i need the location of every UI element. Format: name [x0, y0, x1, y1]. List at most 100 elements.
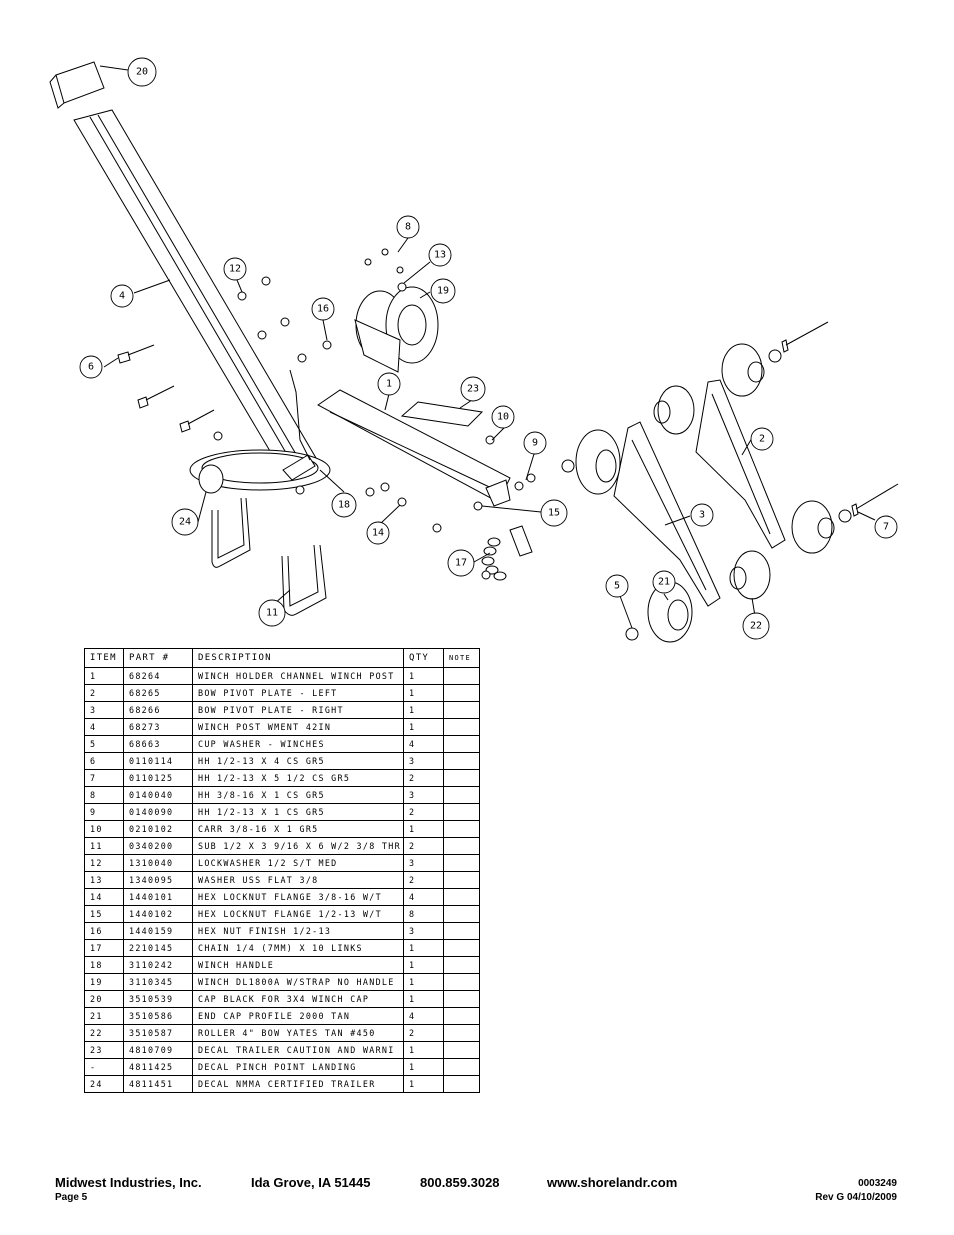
cell-item: 23 — [84, 1041, 124, 1059]
cell-part-number: 4811451 — [123, 1075, 193, 1093]
cell-item: 15 — [84, 905, 124, 923]
part-rollers — [653, 343, 835, 600]
cell-qty: 1 — [403, 701, 444, 719]
cell-qty: 2 — [403, 1024, 444, 1042]
cell-qty: 1 — [403, 1041, 444, 1059]
callout-21: 21 — [652, 570, 676, 594]
svg-text:1: 1 — [386, 379, 392, 390]
cell-item: 3 — [84, 701, 124, 719]
footer-website: www.shorelandr.com — [547, 1175, 678, 1190]
svg-text:3: 3 — [699, 510, 705, 521]
callout-18: 18 — [331, 492, 357, 518]
callout-9: 9 — [523, 431, 547, 455]
cell-description: HEX LOCKNUT FLANGE 1/2-13 W/T — [192, 905, 404, 923]
col-header-part: PART # — [123, 648, 193, 668]
cell-part-number: 0210102 — [123, 820, 193, 838]
svg-text:7: 7 — [883, 522, 889, 533]
cell-qty: 1 — [403, 973, 444, 991]
part-winch-handle — [289, 369, 311, 461]
cell-item: 14 — [84, 888, 124, 906]
cell-part-number: 3510586 — [123, 1007, 193, 1025]
cell-part-number: 0140040 — [123, 786, 193, 804]
callout-7: 7 — [874, 515, 898, 539]
cell-part-number: 1310040 — [123, 854, 193, 872]
svg-text:2: 2 — [759, 434, 765, 445]
cell-note — [443, 820, 480, 838]
cell-item: 2 — [84, 684, 124, 702]
cell-part-number: 3110345 — [123, 973, 193, 991]
cell-part-number: 0140090 — [123, 803, 193, 821]
cell-qty: 1 — [403, 990, 444, 1008]
callout-14: 14 — [366, 521, 390, 545]
svg-text:6: 6 — [88, 362, 94, 373]
cell-description: WINCH HOLDER CHANNEL WINCH POST — [192, 667, 404, 685]
cell-item: 5 — [84, 735, 124, 753]
svg-text:11: 11 — [266, 608, 278, 619]
cell-description: HH 3/8-16 X 1 CS GR5 — [192, 786, 404, 804]
cell-qty: 3 — [403, 786, 444, 804]
cell-item: 22 — [84, 1024, 124, 1042]
cell-item: 9 — [84, 803, 124, 821]
exploded-parts-diagram: 1 2 3 4 5 6 7 8 9 10 11 12 13 14 15 16 1… — [49, 57, 899, 643]
cell-part-number: 1440102 — [123, 905, 193, 923]
cell-qty: 1 — [403, 667, 444, 685]
callout-6: 6 — [79, 355, 103, 379]
col-header-item: ITEM — [84, 648, 124, 668]
cell-part-number: 4811425 — [123, 1058, 193, 1076]
callout-8: 8 — [396, 215, 420, 239]
cell-qty: 4 — [403, 735, 444, 753]
svg-text:13: 13 — [434, 250, 446, 261]
cell-description: WINCH DL1800A W/STRAP NO HANDLE — [192, 973, 404, 991]
cell-qty: 1 — [403, 1058, 444, 1076]
footer-doc-number: 0003249 — [858, 1178, 897, 1189]
cell-item: - — [84, 1058, 124, 1076]
cell-note — [443, 871, 480, 889]
footer-company: Midwest Industries, Inc. — [55, 1175, 202, 1190]
callout-2: 2 — [750, 427, 774, 451]
svg-text:5: 5 — [614, 581, 620, 592]
cell-part-number: 0340200 — [123, 837, 193, 855]
cell-item: 19 — [84, 973, 124, 991]
cell-qty: 1 — [403, 956, 444, 974]
cell-note — [443, 888, 480, 906]
cell-description: END CAP PROFILE 2000 TAN — [192, 1007, 404, 1025]
svg-text:23: 23 — [467, 384, 479, 395]
cell-qty: 1 — [403, 1075, 444, 1093]
callout-15: 15 — [540, 499, 568, 527]
callout-17: 17 — [447, 549, 475, 577]
cell-note — [443, 973, 480, 991]
col-header-description: DESCRIPTION — [192, 648, 404, 668]
callout-bubbles: 1 2 3 4 5 6 7 8 9 10 11 12 13 14 15 16 1… — [79, 57, 898, 640]
callout-13: 13 — [428, 243, 452, 267]
cell-item: 16 — [84, 922, 124, 940]
cell-description: HEX LOCKNUT FLANGE 3/8-16 W/T — [192, 888, 404, 906]
cell-qty: 3 — [403, 922, 444, 940]
cell-item: 17 — [84, 939, 124, 957]
cell-part-number: 0110114 — [123, 752, 193, 770]
cell-item: 8 — [84, 786, 124, 804]
cell-note — [443, 718, 480, 736]
callout-23: 23 — [460, 376, 486, 402]
cell-item: 10 — [84, 820, 124, 838]
cell-description: DECAL PINCH POINT LANDING — [192, 1058, 404, 1076]
cell-qty: 2 — [403, 803, 444, 821]
callout-19: 19 — [430, 278, 456, 304]
cell-part-number: 3510587 — [123, 1024, 193, 1042]
cell-note — [443, 922, 480, 940]
col-header-note: NOTE — [443, 648, 480, 668]
cell-note — [443, 1075, 480, 1093]
cell-note — [443, 701, 480, 719]
